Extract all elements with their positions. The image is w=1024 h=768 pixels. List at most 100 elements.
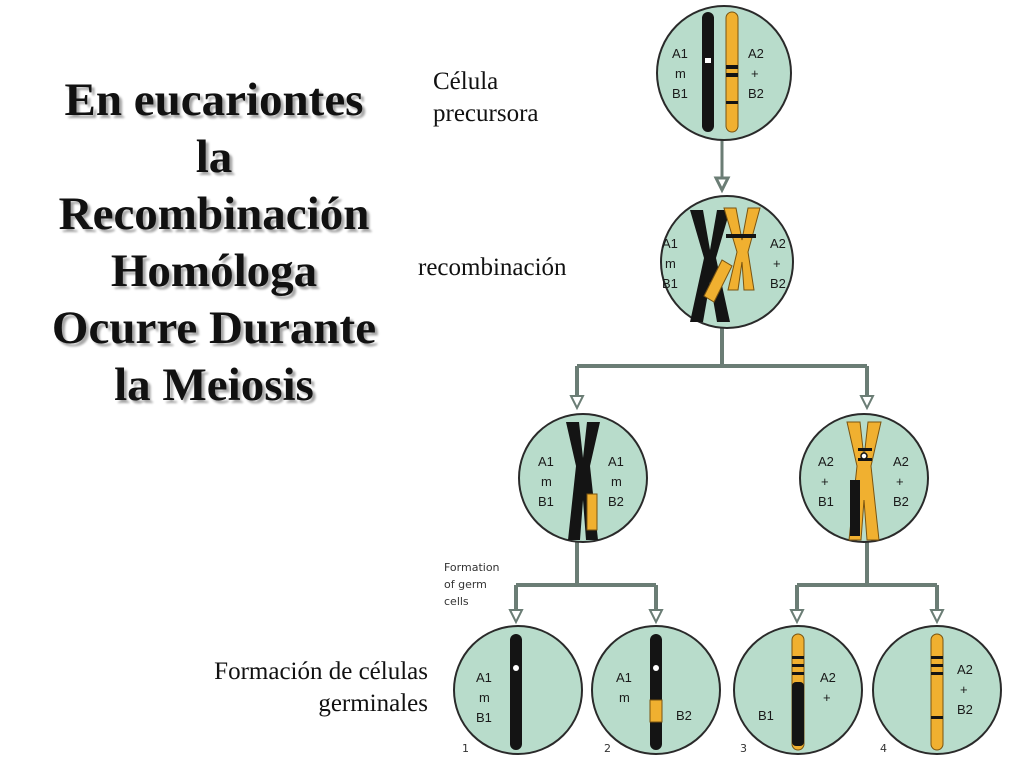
title-line-3: Recombinación [58, 188, 370, 240]
title-line-1: En eucariontes [64, 74, 364, 126]
germ-cells-label-line-2: germinales [318, 690, 428, 717]
gamete-number: 3 [740, 742, 747, 755]
chromosome [510, 634, 522, 750]
gene-label: B1 [758, 708, 774, 723]
arrow-head-gamete-2 [648, 609, 664, 625]
gene-label: A1 [662, 236, 678, 251]
chromosome [930, 633, 944, 751]
arrows [508, 138, 945, 625]
precursor-label-line-1: Célula [433, 68, 499, 95]
gene-label: B2 [770, 276, 786, 291]
gene-label: B2 [676, 708, 692, 723]
formation-caption: Formation of germ cells [444, 561, 500, 608]
arrow-head-gamete-1 [508, 609, 524, 625]
gamete-number: 1 [462, 742, 469, 755]
arrow-right-split [795, 542, 939, 612]
maternal-band [726, 234, 756, 238]
band [792, 656, 804, 659]
arrow-head-gamete-4 [929, 609, 945, 625]
title-line-2: la [195, 131, 233, 183]
band [792, 672, 804, 675]
arrow-head-meiosis-left [569, 395, 585, 411]
gene-label: A2 [957, 662, 973, 677]
band [931, 664, 943, 667]
paternal-chromosome [702, 12, 714, 132]
gene-label: m [611, 474, 622, 489]
title-line-5: Ocurre Durante [51, 302, 377, 354]
gene-label: B2 [957, 702, 973, 717]
centromere-mark [653, 665, 659, 671]
gene-label: + [896, 474, 904, 489]
gene-label: B2 [608, 494, 624, 509]
arrow-left-split [514, 542, 658, 612]
gene-label: + [751, 66, 759, 81]
gene-label: + [823, 690, 831, 705]
maternal-band [726, 73, 738, 77]
gene-label: A2 [820, 670, 836, 685]
gene-label: m [479, 690, 490, 705]
gene-label: A1 [538, 454, 554, 469]
arrow-head-meiosis-right [859, 395, 875, 411]
recombinant-segment [850, 480, 860, 536]
paternal-chromatids-crossed [690, 210, 730, 322]
gene-label: + [821, 474, 829, 489]
band [931, 716, 943, 719]
gamete-number: 2 [604, 742, 611, 755]
gene-label: m [619, 690, 630, 705]
arrow-head-gamete-3 [789, 609, 805, 625]
maternal-band [858, 448, 872, 451]
recombination-label: recombinación [418, 254, 567, 281]
recombinant-segment [649, 699, 663, 723]
gene-label: B1 [672, 86, 688, 101]
gene-label: B1 [662, 276, 678, 291]
gene-label: m [675, 66, 686, 81]
gene-label: B1 [538, 494, 554, 509]
band [931, 672, 943, 675]
gene-label: A1 [616, 670, 632, 685]
exchanged-segment [703, 259, 733, 303]
title-line-6: la Meiosis [114, 359, 314, 411]
gamete-number: 4 [880, 742, 887, 755]
centromere-mark [513, 665, 519, 671]
gamete-cell-1: A1 m B1 1 [453, 625, 583, 755]
gene-label: A2 [818, 454, 834, 469]
gene-label: A1 [476, 670, 492, 685]
maternal-chromosome [725, 11, 739, 133]
maternal-chromatids-crossed [723, 207, 761, 291]
arrow-recombination-split [575, 326, 869, 398]
gene-label: A2 [748, 46, 764, 61]
formation-caption-line-1: Formation [444, 561, 500, 574]
gene-label: m [541, 474, 552, 489]
cell-meiosis1-right: A2 + B1 A2 + B2 [799, 413, 929, 543]
cell-meiosis1-left: A1 m B1 A1 m B2 [518, 413, 648, 543]
gene-label: A1 [672, 46, 688, 61]
cell-recombination: A1 m B1 A2 + B2 [660, 195, 794, 329]
gene-label: B1 [476, 710, 492, 725]
gene-label: + [960, 682, 968, 697]
band [931, 656, 943, 659]
gamete-cell-2: A1 m B2 2 [591, 625, 721, 755]
gene-label: A2 [770, 236, 786, 251]
gene-label: + [773, 256, 781, 271]
centromere-mark [860, 452, 868, 460]
gene-label: A1 [608, 454, 624, 469]
slide-title: En eucariontes la Recombinación Homóloga… [10, 72, 418, 414]
germ-cells-label-line-1: Formación de células [214, 658, 428, 685]
formation-caption-line-2: of germ [444, 578, 487, 591]
cell-body [656, 5, 792, 141]
chromosome [650, 634, 662, 750]
maternal-band [726, 65, 738, 69]
maternal-band [726, 101, 738, 104]
precursor-label: Célula precursora [433, 66, 539, 130]
gamete-cell-3: A2 + B1 3 [733, 625, 863, 755]
precursor-label-line-2: precursora [433, 100, 539, 127]
gene-label: A2 [893, 454, 909, 469]
arrow-precursor-to-recombination [713, 138, 731, 194]
band [792, 664, 804, 667]
gene-label: m [665, 256, 676, 271]
cell-body [660, 195, 794, 329]
gene-label: B1 [818, 494, 834, 509]
gene-label: B2 [893, 494, 909, 509]
